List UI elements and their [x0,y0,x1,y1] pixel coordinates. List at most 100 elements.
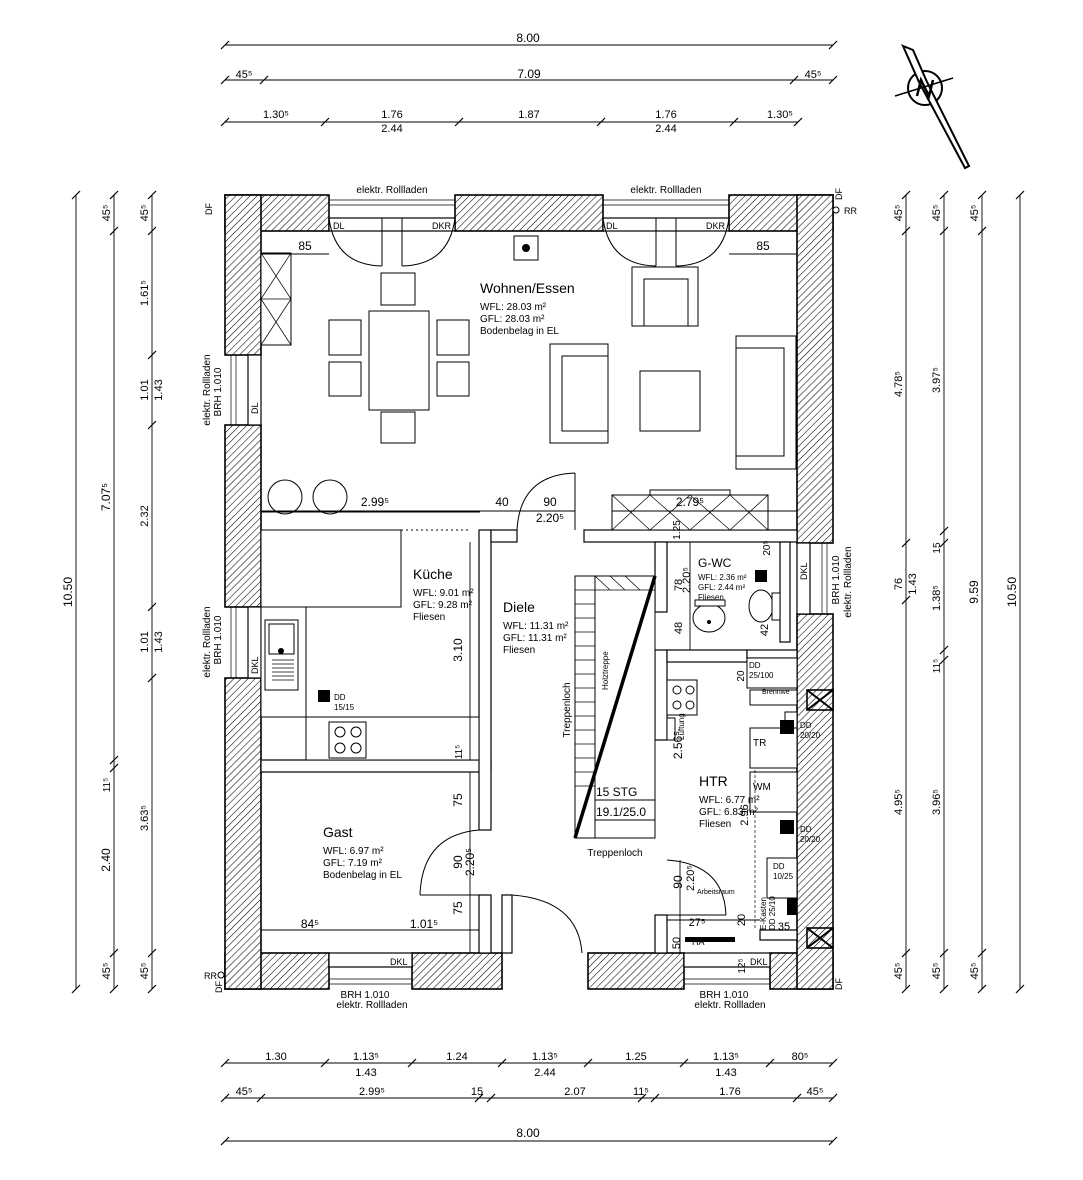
dim-90-htr: 90 [671,875,685,889]
win-top-right: elektr. Rollladen [630,185,701,196]
room-wfl: WFL: 2.36 m² [698,573,747,582]
dim-top-row3-e: 1.30⁵ [767,109,793,121]
dd-kitchen-mark [318,690,330,702]
win-bottom-left: elektr. Rollladen [336,1000,407,1011]
dim-75-a: 75 [451,793,465,807]
dim-left-inner-d: 1.43 [153,379,165,400]
dim-left-e: 45⁵ [101,963,113,980]
dim-bottom-row2-d: 2.07 [564,1086,585,1098]
dim-bottom-row2-c: 15 [471,1086,483,1098]
dim-top-row3-g: 2.44 [655,123,676,135]
dim-left-d: 2.40 [99,848,113,872]
dim-right-c-3: 45⁵ [969,963,981,980]
dim-bottom-row2-a: 45⁵ [236,1086,253,1098]
dining-table [368,310,430,411]
right-dimension-chains: 45⁵ 4.78⁵ 76 1.43 4.95⁵ 45⁵ 45⁵ 3.97⁵ 15… [893,190,1025,994]
dd-wc-mark [755,570,767,582]
room-name: Küche [413,566,453,582]
win-bottom-right-brh: BRH 1.010 [700,990,749,1001]
mark-dd-2020b-size: 20/20 [800,835,821,844]
dim-bottom-row1-f: 1.13⁵ [713,1051,739,1063]
room-wfl: WFL: 6.97 m² [323,846,384,857]
dim-20: 20 [736,914,748,926]
dim-bottom-row1b-c: 1.43 [715,1067,736,1079]
dim-right-b-3: 15 [932,542,943,554]
dim-right-b-2: 3.97⁵ [931,367,943,393]
dim-35: 35 [778,921,790,933]
dim-256: 2.56⁵ [671,731,685,759]
dim-top-row3-d: 1.76 [655,109,676,121]
dim-left-total: 10.50 [61,577,75,607]
mark-lueftung: Lüftung [677,713,686,740]
window-labels: elektr. Rollladen elektr. Rollladen BRH … [202,185,854,1011]
room-floor: Fliesen [699,819,731,830]
mark-dd-1025-size: 10/25 [773,872,794,881]
mark-ekasten: E-Kasten [759,897,768,930]
dim-220-gast: 2.20⁵ [463,848,477,876]
mark-dd-1025: DD [773,862,785,871]
mark-dkl-bottom-right: DKL [750,957,768,967]
dim-220: 2.20⁵ [536,511,564,525]
dim-right-c-1: 45⁵ [969,205,981,222]
mark-df-top-right: DF [834,188,844,200]
dim-left-inner-i: 45⁵ [139,963,151,980]
mark-dl-top-left: DL [333,221,345,231]
plan-marks: DL DKR DL DKR DL DKL DKL DKL DKL DF DF R… [204,188,857,993]
mark-stg-size: 19.1/25.0 [596,805,646,819]
mark-dkr-top-left: DKR [432,221,452,231]
room-gast: Gast WFL: 6.97 m² GFL: 7.19 m² Bodenbela… [323,824,402,881]
mark-df-bottom-right: DF [834,978,844,990]
dim-left-a: 45⁵ [101,205,113,222]
mark-brenner: Brennwe [762,689,790,696]
dim-right-b-5: 11⁵ [932,659,943,674]
mark-holztreppe: Holztreppe [601,651,610,690]
dim-40: 40 [495,495,509,509]
dim-90-gast: 90 [451,855,465,869]
win-bottom-left-brh: BRH 1.010 [341,990,390,1001]
dim-left-c: 11⁵ [102,778,113,793]
mark-dkl-left: DKL [250,656,260,674]
win-right: elektr. Rollladen [843,546,854,617]
dim-right-total: 10.50 [1005,577,1019,607]
dim-bottom-row2-e: 11⁵ [633,1086,649,1098]
dim-85-right: 85 [756,239,770,253]
dim-bottom-row1-a: 1.30 [265,1051,286,1063]
win-right-brh: BRH 1.010 [831,555,842,604]
dim-top-row3-f: 2.44 [381,123,402,135]
dim-right-a-2: 4.78⁵ [893,371,905,397]
dim-279: 2.79⁵ [676,495,704,509]
dim-top-row3-a: 1.30⁵ [263,109,289,121]
left-dimension-chains: 10.50 45⁵ 7.07⁵ 11⁵ 2.40 45⁵ 45⁵ 1.61⁵ 1… [61,190,165,994]
dim-1015: 1.01⁵ [410,917,438,931]
room-floor: Fliesen [503,645,535,656]
dim-90: 90 [543,495,557,509]
mark-dd-2020a: DD [800,721,812,730]
dim-right-a-5: 4.95⁵ [893,789,905,815]
mark-dl-top-right: DL [606,221,618,231]
dim-bottom-row2-f: 1.76 [719,1086,740,1098]
dim-left-inner-c: 1.01 [139,379,151,400]
dim-right-a-6: 45⁵ [893,963,905,980]
mark-dd-kitchen: DD [334,693,346,702]
mark-dkl-right: DKL [799,562,809,580]
win-left-upper-brh: BRH 1.010 [213,367,224,416]
win-left-upper: elektr. Rollladen [202,354,213,425]
dim-top-row2-a: 45⁵ [236,69,253,81]
dim-bottom-row2-g: 45⁵ [807,1086,824,1098]
dim-left-inner-f: 1.01 [139,631,151,652]
room-name: Gast [323,824,353,840]
inner-dimension-labels: 85 85 2.99⁵ 40 90 2.20⁵ 2.79⁵ 3.10 11⁵ 7… [298,239,790,974]
dim-78: 78 [673,579,685,591]
mark-dd-htr: DD [749,661,761,670]
inner-walls [260,529,798,954]
dim-right-a-3: 76 [893,578,905,590]
mark-df-top-left: DF [204,203,214,215]
dim-310: 3.10 [451,638,465,662]
dim-right-a-4: 1.43 [907,573,919,594]
room-wohnen-essen: Wohnen/Essen WFL: 28.03 m² GFL: 28.03 m²… [480,280,575,337]
dim-left-inner-h: 3.63⁵ [139,805,151,831]
dim-275: 27⁵ [689,917,706,929]
room-diele: Diele WFL: 11.31 m² GFL: 11.31 m² Fliese… [503,599,569,656]
room-gfl: GFL: 7.19 m² [323,858,383,869]
mark-rr-top-right: RR [844,206,857,216]
